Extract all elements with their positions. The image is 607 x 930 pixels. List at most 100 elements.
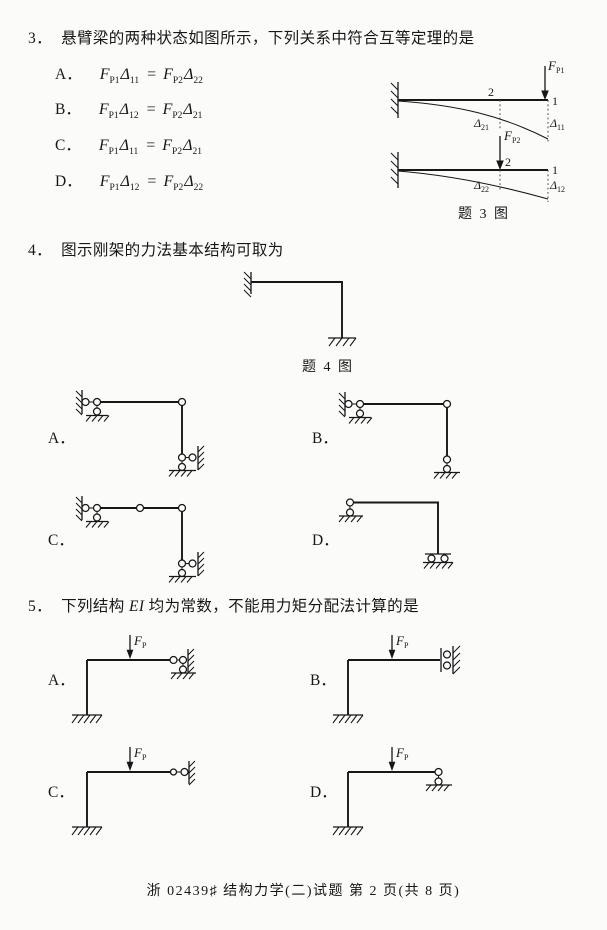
deflection-curve — [397, 100, 549, 140]
force-arrow — [388, 635, 396, 659]
q4-option-b-figure — [338, 392, 460, 479]
force-label: FP — [133, 633, 147, 650]
q3-option-c-formula: FP1Δ11=FP2Δ21 — [98, 137, 202, 158]
force-label: FP — [395, 745, 409, 762]
ground-pin-support — [168, 461, 196, 477]
wall-pin-support — [75, 496, 90, 522]
wall-pin-support — [180, 760, 196, 786]
point-2-label: 2 — [488, 85, 494, 99]
ground-pin-support — [85, 405, 110, 422]
q4-option-b-label: B． — [312, 430, 338, 447]
question-4-stem: 4．图示刚架的力法基本结构可取为 — [28, 238, 284, 260]
question-5-text-post: 均为常数，不能用力矩分配法计算的是 — [144, 598, 419, 615]
delta-11-label: Δ11 — [549, 116, 565, 132]
q3-option-b-formula: FP1Δ12=FP2Δ21 — [98, 101, 203, 122]
fixed-ground-support — [71, 826, 103, 836]
wall-pin-support — [188, 551, 205, 577]
question-3-number: 3． — [28, 30, 53, 47]
question-5-text-pre: 下列结构 — [61, 598, 129, 615]
hinge — [177, 453, 187, 462]
q5-option-a-figure: FP — [71, 633, 196, 724]
ground-pin-support — [338, 498, 363, 523]
force-label: FP — [133, 745, 147, 762]
q4-option-a-label: A． — [48, 430, 75, 447]
roller — [440, 554, 449, 563]
beam-1: FP1 2 1 Δ21 Δ11 — [390, 58, 565, 142]
fixed-ground-support — [71, 714, 103, 724]
double-roller-support — [423, 553, 454, 569]
q3-option-a-formula: FP1Δ11=FP2Δ22 — [99, 66, 203, 87]
force-label: FP2 — [503, 128, 520, 145]
hinge — [442, 455, 452, 464]
q5-option-c-label: C． — [48, 784, 74, 801]
force-arrow — [496, 136, 504, 170]
hinge — [81, 503, 90, 513]
q5-option-c-figure: FP — [71, 745, 196, 836]
roller — [442, 650, 452, 659]
question-3-text: 悬臂梁的两种状态如图所示，下列关系中符合互等定理的是 — [61, 30, 475, 47]
wall-pin-support — [178, 648, 195, 674]
q3-option-d-formula: FP1Δ12=FP2Δ22 — [99, 173, 204, 194]
hinge — [355, 399, 365, 409]
q3-option-a: A．FP1Δ11=FP2Δ22 — [55, 62, 204, 86]
beam-2: FP2 2 1 Δ22 Δ12 — [390, 128, 565, 202]
q4-figure-caption: 题 4 图 — [302, 360, 354, 375]
wall-pin-support — [75, 390, 90, 416]
ground-pin-support — [168, 567, 196, 583]
ground-pin-support — [170, 663, 196, 680]
roller — [427, 554, 436, 563]
q4-option-c-label: C． — [48, 532, 74, 549]
hinge — [434, 767, 443, 777]
force-arrow — [541, 66, 549, 100]
fixed-wall-support — [390, 82, 399, 118]
q4-option-d-figure — [338, 498, 454, 569]
q3-option-d: D． FP1Δ12=FP2Δ22 — [55, 169, 204, 193]
hinge — [169, 768, 178, 776]
frame-members — [347, 659, 440, 715]
fixed-wall-support — [243, 271, 252, 298]
hinge — [92, 503, 102, 513]
midspan-hinge — [135, 503, 145, 513]
point-1-label: 1 — [552, 163, 558, 177]
question-4-text: 图示刚架的力法基本结构可取为 — [61, 242, 284, 259]
q3-option-b-label: B． — [55, 101, 81, 118]
wall-pin-support — [188, 445, 205, 471]
wall-pin-support — [338, 392, 353, 418]
q5-option-b-figure: FP — [332, 633, 461, 724]
corner-hinge — [177, 397, 187, 407]
q4-option-a-figure — [75, 390, 205, 477]
hinge — [344, 399, 353, 409]
deflection-curve — [397, 170, 549, 200]
page-footer: 浙 02439♯ 结构力学(二)试题 第 2 页(共 8 页) — [146, 884, 461, 899]
hinge — [177, 559, 187, 568]
point-1-label: 1 — [552, 94, 558, 108]
q3-option-c: C． FP1Δ11=FP2Δ21 — [55, 133, 203, 157]
corner-hinge — [177, 503, 187, 513]
q3-option-d-label: D． — [55, 173, 82, 190]
ground-pin-support — [425, 775, 452, 792]
ground-pin-support — [433, 463, 460, 479]
q4-option-d-label: D． — [312, 532, 339, 549]
hinge — [169, 655, 178, 665]
force-arrow — [388, 747, 396, 771]
force-arrow — [126, 635, 134, 659]
hinge — [81, 397, 90, 407]
roller — [442, 661, 452, 670]
q3-figure-caption: 题 3 图 — [458, 207, 510, 222]
q5-option-a-label: A． — [48, 672, 75, 689]
hinge — [92, 397, 102, 407]
question-5-text-ei: EI — [128, 598, 145, 615]
delta-12-label: Δ12 — [549, 178, 565, 194]
q3-option-c-label: C． — [55, 137, 81, 154]
ground-pin-support — [348, 407, 373, 424]
corner-hinge — [442, 399, 452, 409]
frame-members — [347, 771, 435, 827]
q3-option-b: B． FP1Δ12=FP2Δ21 — [55, 97, 203, 121]
fixed-ground-support — [328, 337, 357, 347]
point-2-label: 2 — [505, 155, 511, 169]
q5-option-b-label: B． — [310, 672, 336, 689]
force-arrow — [126, 747, 134, 771]
frame-members — [86, 659, 170, 715]
sliding-guided-support — [440, 645, 461, 675]
